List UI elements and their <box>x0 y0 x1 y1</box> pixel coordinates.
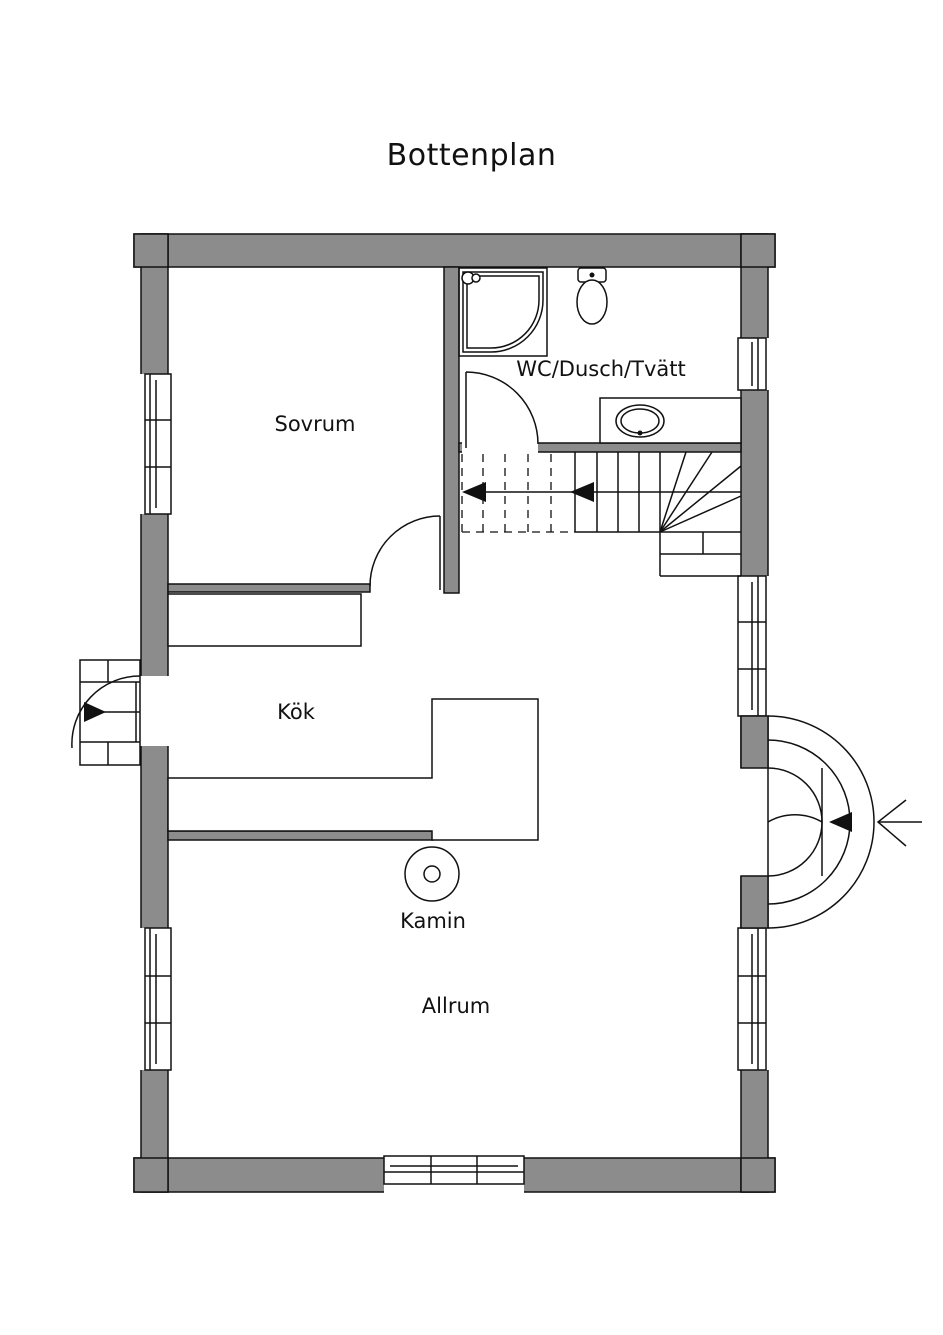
room-label-allrum: Allrum <box>422 994 490 1018</box>
toilet-icon <box>576 267 608 325</box>
window-left-lower <box>144 927 172 1071</box>
plan-title: Bottenplan <box>386 138 557 173</box>
window-left-upper <box>144 373 172 515</box>
window-right-wc <box>737 337 767 391</box>
washbasin <box>599 397 742 444</box>
corner-br <box>740 1157 776 1193</box>
sink-icon <box>615 404 665 438</box>
wall-kok-allrum <box>167 830 434 841</box>
window-right-lower <box>737 927 767 1071</box>
room-label-sovrum: Sovrum <box>274 412 355 436</box>
entrance-arrow-icon <box>84 702 106 722</box>
wall-sovrum-right <box>443 266 460 594</box>
door-wc <box>465 371 539 448</box>
window-right-middle <box>737 575 767 717</box>
shower <box>458 267 548 357</box>
corner-tl <box>133 233 169 268</box>
fireplace-icon <box>404 846 460 902</box>
main-entrance <box>740 715 922 929</box>
wall-sovrum-bottom <box>167 583 371 593</box>
room-label-kamin: Kamin <box>400 909 466 933</box>
corner-bl <box>133 1157 169 1193</box>
corner-tr <box>740 233 776 268</box>
room-label-wc: WC/Dusch/Tvätt <box>516 357 685 381</box>
kitchen-counters <box>167 593 539 841</box>
staircase <box>461 451 742 577</box>
door-sovrum <box>369 515 441 590</box>
stair-arrow-icon <box>570 482 594 502</box>
wall-top <box>133 233 776 268</box>
door-kok-entrance <box>71 659 141 766</box>
entry-arrow-icon <box>876 799 907 847</box>
entrance-arrow-icon <box>829 812 852 832</box>
window-bottom <box>383 1155 525 1185</box>
room-label-kok: Kök <box>277 700 316 724</box>
stair-arrow-icon <box>462 482 486 502</box>
